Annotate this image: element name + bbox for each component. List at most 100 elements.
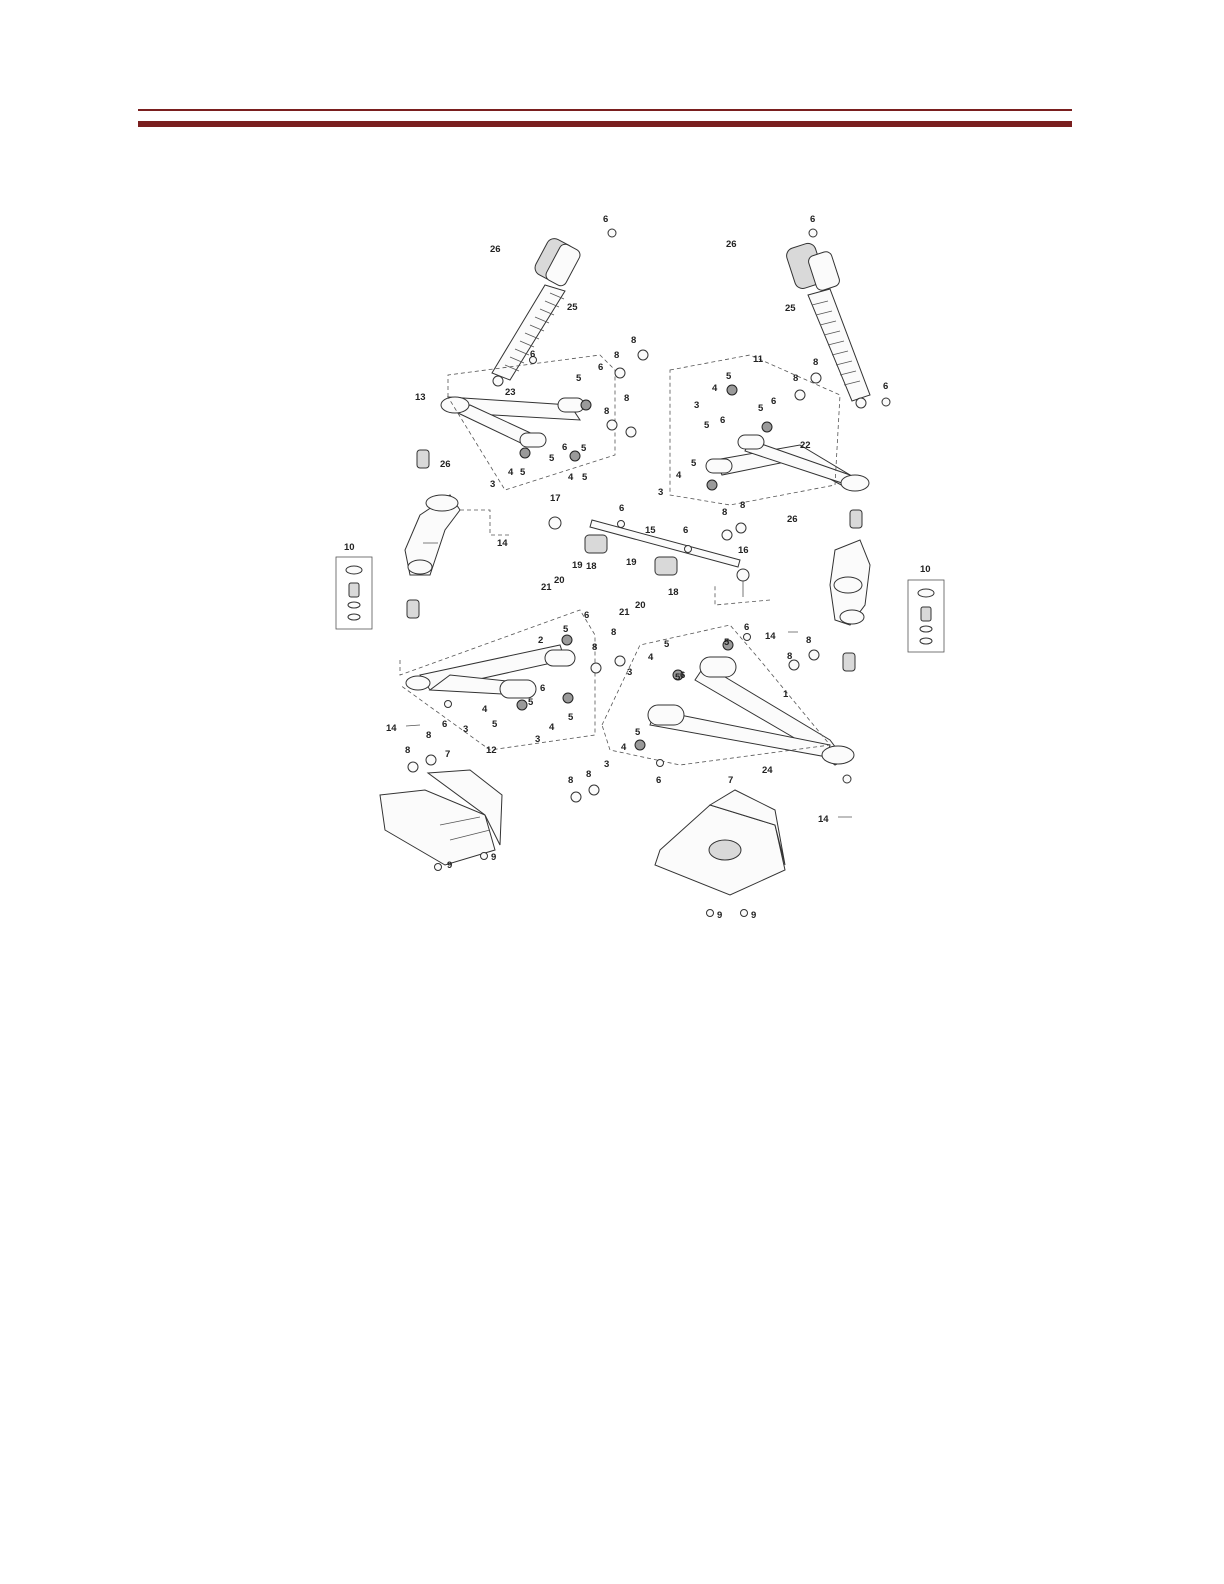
callout-25-left: 25: [567, 302, 578, 313]
callout-6-d: 6: [771, 396, 776, 407]
callout-8-j: 8: [592, 642, 597, 653]
callout-6-k: 6: [442, 719, 447, 730]
callout-2: 2: [538, 635, 543, 646]
callout-5-j: 5: [563, 624, 569, 635]
callout-8-e: 8: [813, 357, 818, 368]
callout-8-c: 8: [604, 406, 609, 417]
callout-10-right: 10: [920, 564, 931, 575]
header-rule-thick: [138, 121, 1072, 127]
callout-4-d: 4: [676, 470, 682, 481]
callout-5-p: 5: [492, 719, 498, 730]
callout-3-a: 3: [490, 479, 495, 490]
callout-6-j: 6: [540, 683, 545, 694]
callout-6-l: 6: [656, 775, 661, 786]
callout-10-left: 10: [344, 542, 355, 553]
callout-6-a: 6: [598, 362, 603, 373]
callout-9-b: 9: [491, 852, 496, 863]
skid-plate-right: [655, 790, 785, 895]
callout-6-top-left: 6: [603, 214, 608, 225]
callout-3-g: 3: [604, 759, 609, 770]
callout-5-h: 5: [704, 420, 710, 431]
callout-7-left: 7: [445, 749, 450, 760]
callout-14-right-lower: 14: [818, 814, 829, 825]
callout-17: 17: [550, 493, 561, 504]
callout-8-d: 8: [624, 393, 629, 404]
callout-23: 23: [505, 387, 516, 398]
callout-6-i: 6: [680, 670, 685, 681]
callout-6-top-right: 6: [810, 214, 815, 225]
callout-5-g: 5: [758, 403, 764, 414]
callout-8-n: 8: [426, 730, 431, 741]
callout-8-i: 8: [611, 627, 616, 638]
header-rule-thin: [138, 109, 1072, 111]
callout-4-c: 4: [712, 383, 718, 394]
callout-12: 12: [486, 745, 497, 756]
callout-18-a: 18: [586, 561, 597, 572]
callout-14-left-lower: 14: [386, 723, 397, 734]
callout-9-d: 9: [751, 910, 756, 921]
callout-21-b: 21: [619, 607, 630, 618]
callout-19-a: 19: [572, 560, 583, 571]
callout-3-d: 3: [627, 667, 632, 678]
callout-4-a: 4: [508, 467, 514, 478]
callout-9-a: 9: [447, 860, 452, 871]
callout-4-f: 4: [482, 704, 488, 715]
callout-5-c: 5: [581, 443, 587, 454]
callout-22: 22: [800, 440, 811, 451]
callout-8-g: 8: [722, 507, 727, 518]
callout-18-b: 18: [668, 587, 679, 598]
callout-15: 15: [645, 525, 656, 536]
callout-14-left: 14: [497, 538, 508, 549]
callout-21-a: 21: [541, 582, 552, 593]
callout-26-left: 26: [490, 244, 501, 255]
callout-7-right: 7: [728, 775, 733, 786]
callout-4-b: 4: [568, 472, 574, 483]
callout-19-b: 19: [626, 557, 637, 568]
callout-1: 1: [783, 689, 789, 700]
lower-control-arm-left: [406, 635, 575, 710]
callout-20-a: 20: [554, 575, 565, 586]
callout-3-c: 3: [658, 487, 663, 498]
callout-8-b: 8: [631, 335, 636, 346]
callout-6-c: 6: [720, 415, 725, 426]
skid-plate-left: [380, 770, 502, 865]
callout-3-e: 3: [463, 724, 468, 735]
callout-3-b: 3: [694, 400, 699, 411]
callout-5-i: 5: [691, 458, 697, 469]
callout-16: 16: [738, 545, 749, 556]
callout-6-shock-left: 6: [530, 349, 535, 360]
callout-5-d: 5: [520, 467, 526, 478]
callout-3-f: 3: [535, 734, 540, 745]
callout-20-b: 20: [635, 600, 646, 611]
front-suspension-exploded-diagram: 26 6 25 6 13 23 5 6 8 8 8 8 6 5 5 26 4 5…: [330, 205, 950, 930]
callout-8-p: 8: [568, 775, 573, 786]
callout-6-f: 6: [683, 525, 688, 536]
upper-control-arm-right: [706, 385, 869, 491]
ball-joint-kit-right: [908, 580, 944, 652]
ball-joint-kit-left: [336, 557, 372, 629]
callout-5-l: 5: [664, 639, 670, 650]
callout-8-l: 8: [787, 651, 792, 662]
callout-4-g: 4: [549, 722, 555, 733]
callout-5-a: 5: [576, 373, 582, 384]
callout-5-q: 5: [635, 727, 641, 738]
callout-6-e: 6: [619, 503, 624, 514]
callout-5-k: 5: [724, 637, 730, 648]
callout-8-f: 8: [793, 373, 798, 384]
callout-5-n: 5: [528, 697, 534, 708]
callout-8-o: 8: [586, 769, 591, 780]
callout-8-k: 8: [806, 635, 811, 646]
callout-13: 13: [415, 392, 426, 403]
callout-5-f: 5: [726, 371, 732, 382]
callout-4-e: 4: [648, 652, 654, 663]
callout-8-m: 8: [405, 745, 410, 756]
callout-8-h: 8: [740, 500, 745, 511]
callout-26-b: 26: [440, 459, 451, 470]
upper-control-arm-left: [441, 397, 591, 461]
callout-5-b: 5: [549, 453, 555, 464]
callout-9-c: 9: [717, 910, 722, 921]
callout-5-e: 5: [582, 472, 588, 483]
callout-4-h: 4: [621, 742, 627, 753]
callout-26-c: 26: [787, 514, 798, 525]
callout-24: 24: [762, 765, 773, 776]
